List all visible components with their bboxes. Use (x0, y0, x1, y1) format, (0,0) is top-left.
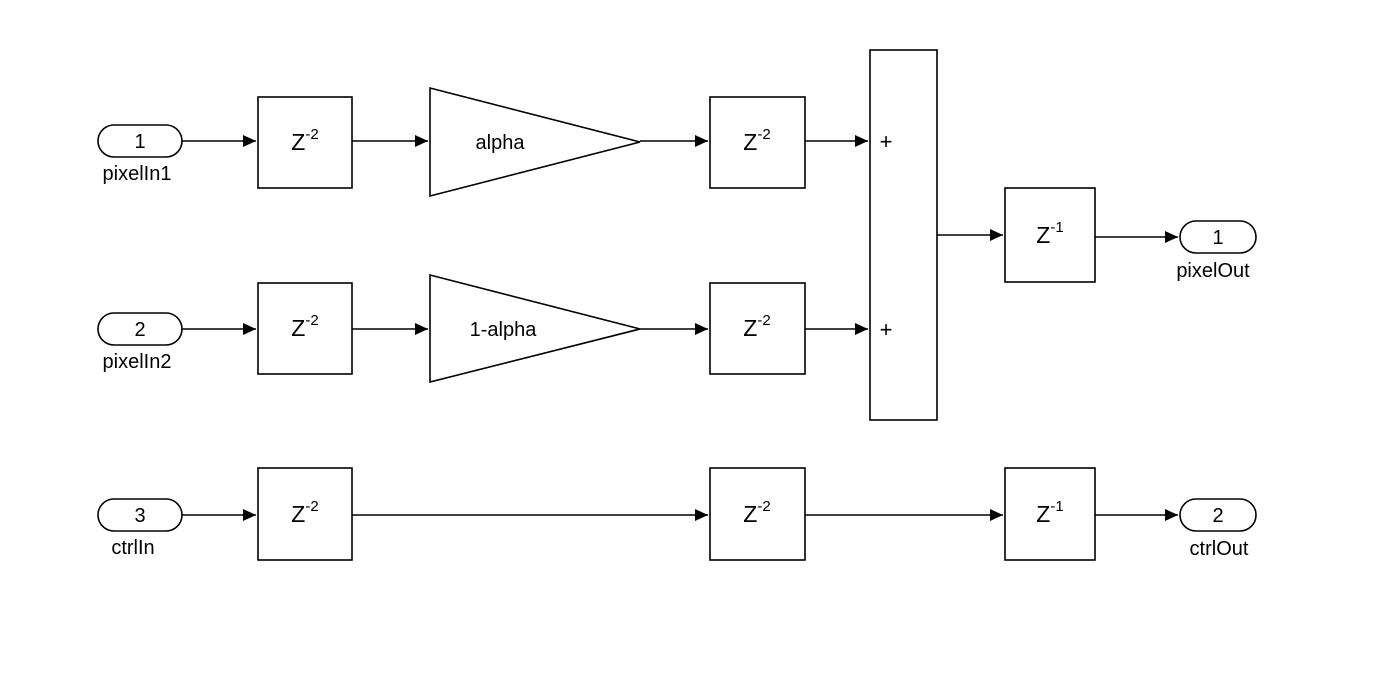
signal-lines (182, 135, 1178, 521)
delay-z2-label: Z-2 (291, 312, 318, 341)
outport-ctrlout[interactable]: 2 ctrlOut (1179, 498, 1257, 560)
gain-one-minus-alpha-shape[interactable] (429, 273, 641, 384)
inport-1-shape[interactable] (97, 124, 183, 158)
delay-z1-label: Z-1 (1036, 219, 1063, 248)
delay-block-pixel1-post[interactable]: Z-2 (709, 96, 806, 189)
sum-plus-top: + (880, 129, 893, 154)
inport-3-label: ctrlIn (111, 537, 154, 559)
inport-2-number: 2 (134, 319, 145, 341)
delay-block-shape[interactable] (257, 282, 353, 375)
inport-2-label: pixelIn2 (103, 351, 172, 373)
delay-block-pixel2-post[interactable]: Z-2 (709, 282, 806, 375)
gain-one-minus-alpha-label: 1-alpha (470, 319, 538, 341)
delay-z2-label: Z-2 (291, 498, 318, 527)
delay-block-shape[interactable] (709, 467, 806, 561)
delay-block-shape[interactable] (257, 96, 353, 189)
delay-block-pixel1-pre[interactable]: Z-2 (257, 96, 353, 189)
delay-z1-label: Z-1 (1036, 498, 1063, 527)
outport-1-shape[interactable] (1179, 220, 1257, 254)
gain-alpha-label: alpha (476, 132, 526, 154)
gain-one-minus-alpha-block[interactable]: 1-alpha (429, 273, 641, 384)
delay-z2-label: Z-2 (743, 126, 770, 155)
inport-3-number: 3 (134, 505, 145, 527)
inport-pixelin2[interactable]: 2 pixelIn2 (97, 312, 183, 373)
sum-block[interactable]: + + (869, 49, 938, 421)
gain-alpha-shape[interactable] (429, 86, 641, 198)
inport-pixelin1[interactable]: 1 pixelIn1 (97, 124, 183, 185)
unit-delay-pixel-block[interactable]: Z-1 (1004, 187, 1096, 283)
delay-block-shape[interactable] (709, 96, 806, 189)
delay-block-shape[interactable] (257, 467, 353, 561)
delay-block-ctrl-1[interactable]: Z-2 (257, 467, 353, 561)
delay-z2-label: Z-2 (743, 312, 770, 341)
outport-1-number: 1 (1212, 227, 1223, 249)
inport-3-shape[interactable] (97, 498, 183, 532)
inport-ctrlin[interactable]: 3 ctrlIn (97, 498, 183, 559)
inport-2-shape[interactable] (97, 312, 183, 346)
delay-block-shape[interactable] (709, 282, 806, 375)
unit-delay-shape[interactable] (1004, 187, 1096, 283)
outport-pixelout[interactable]: 1 pixelOut (1176, 220, 1257, 282)
gain-alpha-block[interactable]: alpha (429, 86, 641, 198)
inport-1-number: 1 (134, 131, 145, 153)
sum-plus-bottom: + (880, 317, 893, 342)
delay-block-pixel2-pre[interactable]: Z-2 (257, 282, 353, 375)
outport-2-shape[interactable] (1179, 498, 1257, 532)
unit-delay-shape[interactable] (1004, 467, 1096, 561)
inport-1-label: pixelIn1 (103, 163, 172, 185)
sum-block-shape[interactable] (869, 49, 938, 421)
delay-z2-label: Z-2 (743, 498, 770, 527)
delay-z2-label: Z-2 (291, 126, 318, 155)
outport-2-label: ctrlOut (1190, 538, 1249, 560)
unit-delay-ctrl-block[interactable]: Z-1 (1004, 467, 1096, 561)
outport-2-number: 2 (1212, 505, 1223, 527)
delay-block-ctrl-2[interactable]: Z-2 (709, 467, 806, 561)
outport-1-label: pixelOut (1176, 260, 1250, 282)
